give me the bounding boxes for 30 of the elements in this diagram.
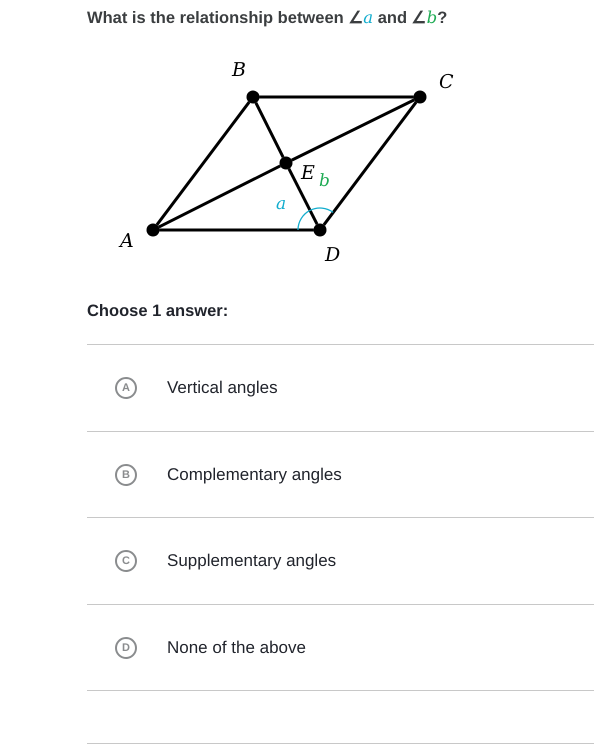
point-dot (414, 90, 426, 104)
option-text: None of the above (167, 638, 306, 658)
point-label: D (325, 246, 340, 265)
line-segment (158, 164, 281, 228)
option-letter: A (115, 377, 137, 399)
option-letter: C (115, 550, 137, 572)
option-text: Complementary angles (167, 464, 342, 484)
option-text: Vertical angles (167, 378, 278, 398)
point-dot (314, 224, 326, 236)
point-dot (246, 90, 260, 104)
option-letter: B (115, 464, 137, 486)
line-segment (160, 228, 314, 232)
point-label: B (232, 61, 246, 80)
prompt-text: Choose 1 answer: (87, 302, 228, 321)
line-segment (322, 101, 418, 226)
line-segment (260, 96, 414, 98)
line-segment (291, 98, 415, 162)
point-label: A (120, 232, 134, 251)
line-segment (288, 168, 318, 225)
angle-label: a (276, 196, 286, 213)
option-letter: D (115, 636, 137, 658)
point-label: C (439, 73, 454, 92)
point-label: E (301, 164, 315, 183)
point-dot (280, 156, 292, 170)
line-segment (156, 101, 250, 226)
question-text: What is the relationship between ∠a and ∠b? (87, 8, 448, 28)
line-segment (254, 102, 284, 158)
angle-label: b (319, 173, 330, 190)
point-dot (146, 224, 160, 236)
option-text: Supplementary angles (167, 551, 336, 571)
